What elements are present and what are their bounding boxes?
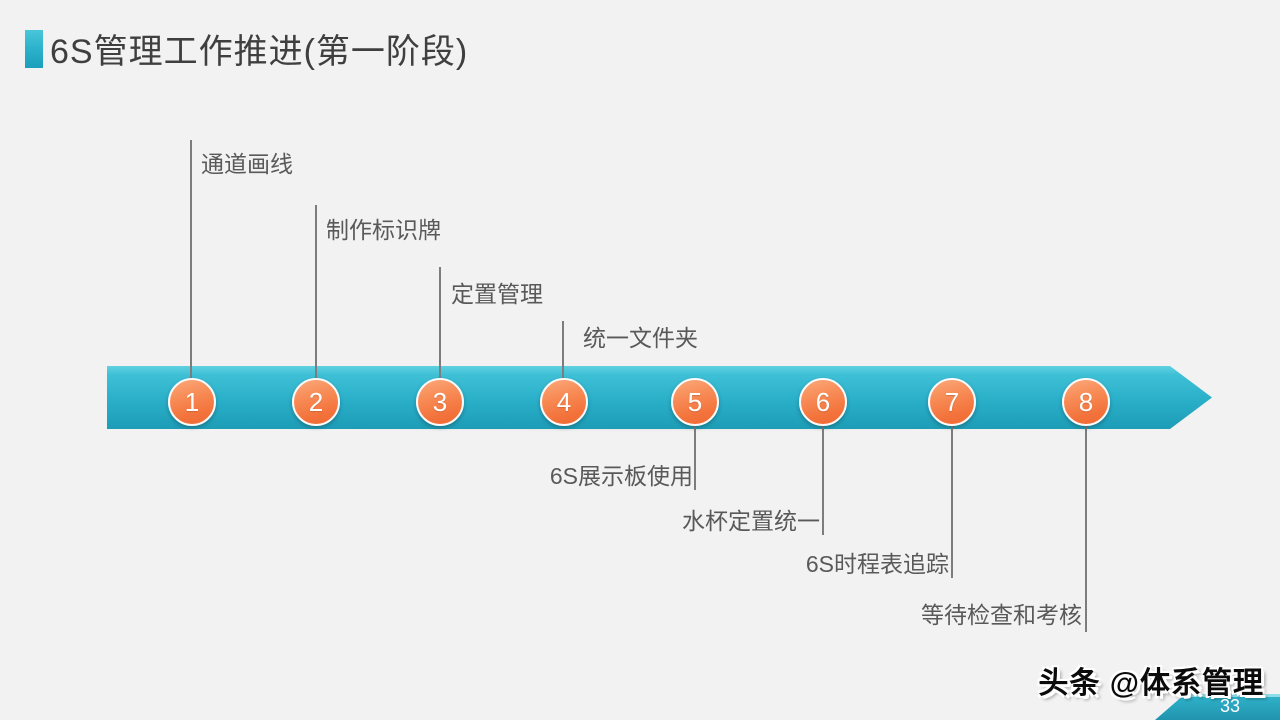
step-label-7: 6S时程表追踪 — [805, 551, 949, 577]
title-accent-bar — [25, 30, 43, 68]
step-circle-1: 1 — [168, 378, 216, 426]
page-number: 33 — [1219, 696, 1240, 716]
step-number-7: 7 — [944, 386, 960, 417]
step-number-5: 5 — [687, 386, 703, 417]
connector-line-5 — [694, 424, 696, 490]
step-number-4: 4 — [556, 386, 572, 417]
step-label-6: 水杯定置统一 — [682, 508, 820, 534]
step-label-1: 通道画线 — [201, 151, 293, 177]
step-number-1: 1 — [184, 386, 200, 417]
step-number-6: 6 — [815, 386, 831, 417]
connector-line-4 — [562, 321, 564, 380]
connector-line-6 — [822, 424, 824, 535]
step-circle-3: 3 — [416, 378, 464, 426]
step-label-4: 统一文件夹 — [583, 325, 698, 351]
watermark-text: 头条 @体系管理 — [1038, 667, 1264, 700]
step-circle-5: 5 — [671, 378, 719, 426]
step-circle-8: 8 — [1062, 378, 1110, 426]
connector-line-1 — [190, 140, 192, 380]
step-label-5: 6S展示板使用 — [549, 463, 693, 489]
step-circle-6: 6 — [799, 378, 847, 426]
step-number-3: 3 — [432, 386, 448, 417]
connector-line-7 — [951, 424, 953, 578]
step-label-2: 制作标识牌 — [326, 217, 441, 243]
step-label-8: 等待检查和考核 — [921, 602, 1082, 628]
step-number-2: 2 — [308, 386, 324, 417]
step-circle-7: 7 — [928, 378, 976, 426]
connector-line-3 — [439, 267, 441, 380]
page-title: 6S管理工作推进(第一阶段) — [50, 33, 469, 71]
step-circle-2: 2 — [292, 378, 340, 426]
step-label-3: 定置管理 — [451, 281, 543, 307]
timeline-arrow-bar — [107, 366, 1212, 429]
step-circle-4: 4 — [540, 378, 588, 426]
connector-line-2 — [315, 205, 317, 380]
connector-line-8 — [1085, 424, 1087, 632]
step-number-8: 8 — [1078, 386, 1094, 417]
